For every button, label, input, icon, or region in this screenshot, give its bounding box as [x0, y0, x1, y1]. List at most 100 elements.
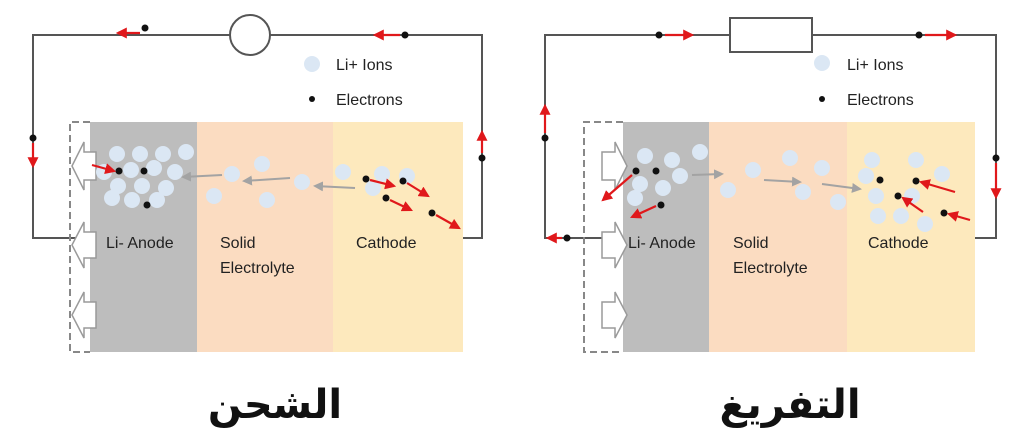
charging-electrolyte-label-1: Solid: [220, 235, 256, 252]
legend-ion-swatch: [814, 55, 830, 71]
li-ion: [178, 144, 194, 160]
discharging-panel: Li+ Ions Electrons Li- Anode Solid Elect…: [539, 17, 1002, 428]
electron-arrow: [946, 211, 971, 222]
legend-electron-swatch: [309, 96, 315, 102]
electron-arrow: [389, 199, 413, 212]
li-ion: [893, 208, 909, 224]
legend-ion-swatch: [304, 56, 320, 72]
li-ion: [254, 156, 270, 172]
charging-electrolyte-label-2: Electrolyte: [220, 260, 295, 277]
electron: [915, 31, 923, 39]
electron: [382, 194, 390, 202]
li-ion: [149, 192, 165, 208]
discharging-load-icon: [729, 17, 813, 53]
electron: [541, 134, 549, 142]
discharging-electrons: [541, 31, 1000, 242]
discharging-hollow-arrow-icon: [601, 141, 628, 191]
charging-hollow-arrow-icon: [71, 291, 97, 339]
li-ion: [124, 192, 140, 208]
li-ion: [864, 152, 880, 168]
li-ion: [335, 164, 351, 180]
li-ion: [123, 162, 139, 178]
legend-ion-label: Li+ Ions: [847, 57, 903, 74]
electron: [992, 154, 1000, 162]
charging-dashed-bracket: [69, 121, 90, 353]
li-ion: [868, 188, 884, 204]
li-ion: [134, 178, 150, 194]
discharging-cathode-label: Cathode: [868, 235, 929, 252]
charging-anode-label: Li- Anode: [106, 235, 174, 252]
electron: [428, 209, 436, 217]
electron: [29, 134, 37, 142]
charging-electrolyte-layer: [197, 122, 333, 352]
li-ion: [259, 192, 275, 208]
electron: [115, 167, 123, 175]
electron: [655, 31, 663, 39]
li-ion: [720, 182, 736, 198]
ion-arrow: [763, 176, 802, 187]
discharging-hollow-arrows: [601, 141, 628, 339]
li-ion: [158, 180, 174, 196]
li-ion: [637, 148, 653, 164]
ion-arrow: [242, 175, 291, 186]
legend-electron-swatch: [819, 96, 825, 102]
electron: [912, 177, 920, 185]
charging-ion-arrows: [181, 171, 356, 192]
electron: [563, 234, 571, 242]
ion-arrow: [313, 181, 356, 192]
li-ion: [132, 146, 148, 162]
li-ion: [795, 184, 811, 200]
li-ion: [206, 188, 222, 204]
charging-cathode-label: Cathode: [356, 235, 417, 252]
legend-electron-label: Electrons: [336, 92, 403, 109]
li-ion: [167, 164, 183, 180]
discharging-ions: [627, 144, 950, 232]
li-ion: [672, 168, 688, 184]
electron: [478, 154, 486, 162]
li-ion: [858, 168, 874, 184]
electron-arrow: [406, 182, 430, 198]
electron: [141, 24, 149, 32]
electron: [632, 167, 640, 175]
li-ion: [814, 160, 830, 176]
electron: [894, 192, 902, 200]
discharging-electrolyte-label-1: Solid: [733, 235, 769, 252]
ion-arrow: [181, 171, 223, 182]
li-ion: [146, 160, 162, 176]
electron-arrow: [918, 179, 956, 194]
li-ion: [664, 152, 680, 168]
li-ion: [294, 174, 310, 190]
li-ion: [870, 208, 886, 224]
charging-hollow-arrows: [71, 141, 97, 339]
electron-arrow: [601, 174, 633, 202]
electron-arrow: [630, 205, 657, 219]
discharging-hollow-arrow-icon: [601, 221, 628, 269]
charging-electron-arrows: [27, 27, 488, 230]
charging-hollow-arrow-icon: [71, 221, 97, 269]
discharging-hollow-arrow-icon: [601, 291, 628, 339]
discharging-anode-label: Li- Anode: [628, 235, 696, 252]
electron: [401, 31, 409, 39]
discharging-ion-arrows: [691, 169, 862, 193]
electron: [876, 176, 884, 184]
electron-arrow: [369, 178, 397, 190]
electron: [362, 175, 370, 183]
electron: [657, 201, 665, 209]
electron-arrow: [901, 196, 924, 213]
li-ion: [110, 178, 126, 194]
electron-arrow: [435, 214, 461, 230]
li-ion: [830, 194, 846, 210]
ion-arrow: [821, 182, 862, 193]
li-ion: [934, 166, 950, 182]
li-ion: [655, 180, 671, 196]
discharging-title: التفريغ: [719, 382, 860, 428]
li-ion: [224, 166, 240, 182]
charging-ions: [96, 144, 415, 208]
li-ion: [745, 162, 761, 178]
electron: [652, 167, 660, 175]
charging-hollow-arrow-icon: [71, 141, 97, 191]
li-ion: [908, 152, 924, 168]
discharging-electron-arrows: [539, 29, 1002, 244]
li-ion: [104, 190, 120, 206]
legend-ion-label: Li+ Ions: [336, 57, 392, 74]
